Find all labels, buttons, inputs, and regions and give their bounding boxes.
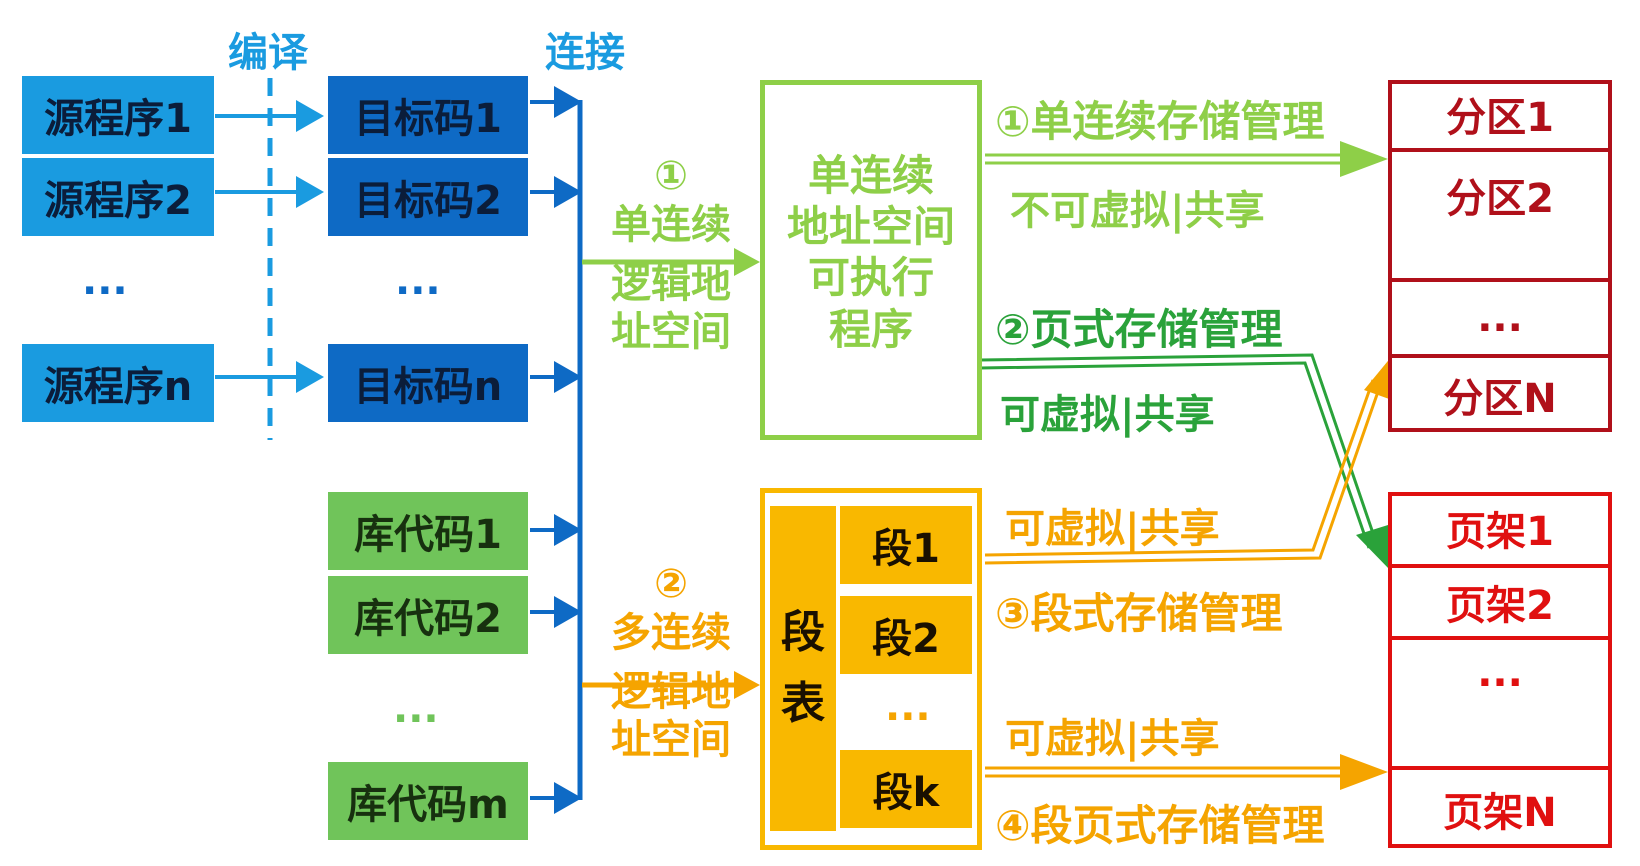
path-single-line3: 址空间: [611, 309, 731, 356]
source-program-1: 源程序1: [22, 76, 214, 154]
path-single-num: ①: [654, 153, 688, 199]
path-single-line2: 逻辑地: [611, 260, 731, 307]
source-ellipsis: ...: [82, 258, 128, 304]
m3-label: ③段式存储管理: [995, 589, 1283, 638]
m1-label: ①单连续存储管理: [995, 97, 1325, 146]
to-segment-arrowhead: [734, 671, 760, 699]
page-frame-n: 页架N: [1443, 790, 1557, 836]
segment-table-bottom: 表: [781, 677, 825, 729]
m4-label: ④段页式存储管理: [995, 801, 1325, 850]
path-multi-line3: 址空间: [611, 717, 731, 764]
m2-label: ②页式存储管理: [995, 305, 1283, 354]
source-program-2: 源程序2: [22, 158, 214, 236]
path-multi-line1: 多连续: [611, 609, 731, 656]
m4-note: 可虚拟|共享: [1005, 716, 1220, 762]
exec-line2: 地址空间: [786, 202, 955, 252]
partition-ellipsis: ...: [1388, 282, 1612, 358]
partition-2: 分区2: [1388, 152, 1612, 282]
partition-n: 分区N: [1443, 376, 1557, 422]
path-multi-label: ② 多连续 逻辑地 址空间: [596, 560, 746, 765]
object-code-2: 目标码2: [328, 158, 528, 236]
page-frame-1: 页架1: [1388, 492, 1612, 568]
library-code-2: 库代码2: [328, 576, 528, 654]
segment-table-top: 段: [781, 607, 825, 659]
segment-1: 段1: [840, 506, 972, 584]
segment-ellipsis: ...: [885, 684, 931, 730]
executable-program-text: 单连续 地址空间 可执行 程序: [765, 150, 977, 355]
object-code-n: 目标码n: [328, 344, 528, 422]
path-multi-num: ②: [654, 561, 688, 607]
segment-k: 段k: [840, 750, 972, 828]
object-code-1: 目标码1: [328, 76, 528, 154]
m1-arrowhead: [1340, 141, 1388, 177]
library-code-m: 库代码m: [328, 762, 528, 840]
exec-line1: 单连续: [807, 151, 934, 200]
page-frame-column: [1388, 492, 1612, 848]
to-exec-arrowhead: [734, 248, 760, 276]
path-multi-line2: 逻辑地: [611, 668, 731, 715]
m2-arrowhead: [1356, 525, 1390, 570]
segment-container: [760, 488, 982, 850]
m4-arrowhead: [1340, 754, 1388, 790]
page-frame-ellipsis: ...: [1388, 640, 1612, 770]
m2-note: 可虚拟|共享: [1000, 392, 1215, 438]
library-code-1: 库代码1: [328, 492, 528, 570]
partition-column: [1388, 80, 1612, 432]
compile-header: 编译: [228, 30, 308, 76]
link-header: 连接: [545, 30, 625, 76]
m3-note: 可虚拟|共享: [1005, 506, 1220, 552]
source-program-n: 源程序n: [22, 344, 214, 422]
executable-program-box: [760, 80, 982, 440]
m2-line-a: [979, 353, 1379, 546]
page-frame-2: 页架2: [1388, 568, 1612, 640]
library-ellipsis: ...: [393, 686, 439, 732]
exec-line3: 可执行: [807, 253, 934, 303]
segment-2: 段2: [840, 596, 972, 674]
path-single-label: ① 单连续 逻辑地 址空间: [596, 152, 746, 357]
m1-note: 不可虚拟|共享: [1010, 188, 1265, 234]
object-ellipsis: ...: [395, 258, 441, 304]
m3-line-b: [984, 382, 1383, 565]
m3-line-a: [984, 379, 1375, 557]
segment-table-label: 段 表: [770, 506, 836, 831]
exec-line4: 程序: [828, 304, 913, 354]
m2-line-b: [979, 361, 1371, 549]
m3-arrowhead: [1364, 356, 1392, 400]
partition-1: 分区1: [1388, 80, 1612, 152]
path-single-line1: 单连续: [611, 201, 731, 248]
